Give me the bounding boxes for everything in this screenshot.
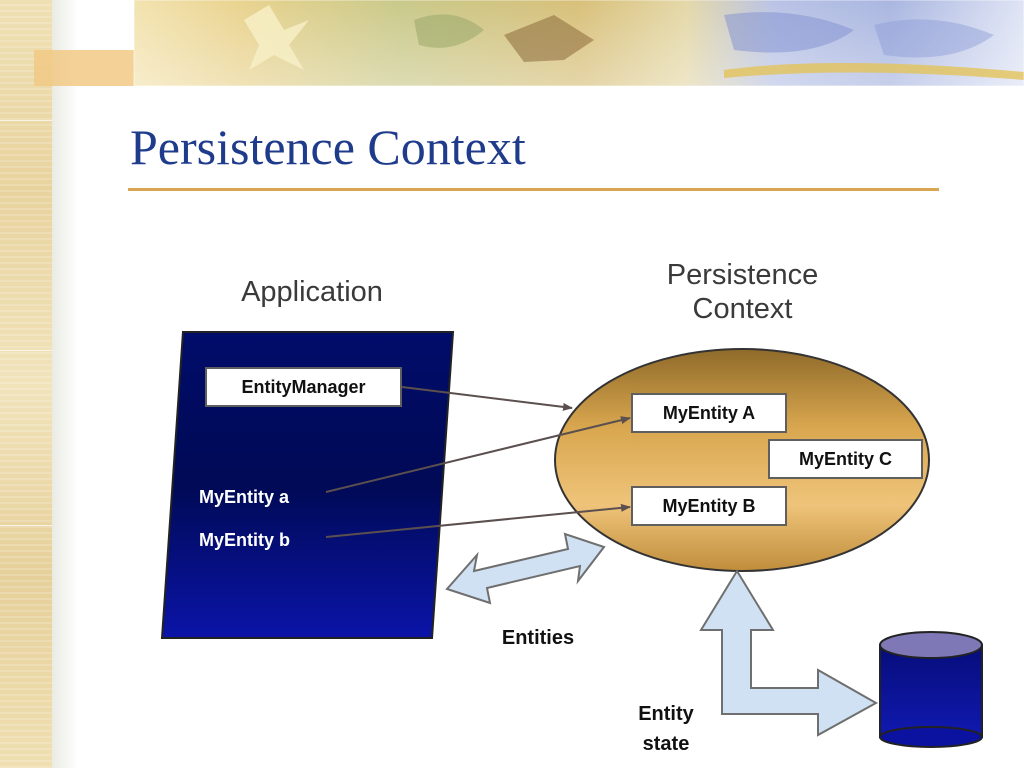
app-entity-a-label: MyEntity a (199, 487, 290, 507)
entity-state-label-line1: Entity (638, 703, 694, 725)
connector-entity-b-to-B (325, 503, 631, 538)
entity-state-label: Entity state (610, 699, 722, 759)
pc-entity-c-box: MyEntity C (768, 439, 923, 479)
entitymanager-box: EntityManager (205, 367, 402, 407)
entities-double-arrow (445, 532, 606, 605)
pc-entity-b-box: MyEntity B (631, 486, 787, 526)
decorative-shadow (52, 0, 78, 768)
application-panel (160, 331, 455, 639)
persistence-context-label-line1: Persistence (666, 259, 819, 291)
connector-entity-a-to-A (325, 416, 631, 493)
title-underline (128, 188, 939, 191)
persistence-context-label-line2: Context (692, 293, 793, 325)
decorative-left-strip (0, 0, 52, 768)
slide-title: Persistence Context (130, 119, 526, 175)
entity-state-label-line2: state (642, 733, 690, 755)
application-label: Application (241, 276, 383, 308)
pc-entity-a-box: MyEntity A (631, 393, 787, 433)
decorative-banner-image (34, 0, 1024, 87)
entity-state-arrow (699, 569, 879, 737)
app-entity-b-label: MyEntity b (199, 530, 291, 550)
database-icon (879, 631, 983, 748)
persistence-context-label: Persistence Context (640, 258, 845, 326)
entities-label: Entities (501, 627, 575, 649)
connector-entitymanager-to-context (401, 386, 573, 411)
